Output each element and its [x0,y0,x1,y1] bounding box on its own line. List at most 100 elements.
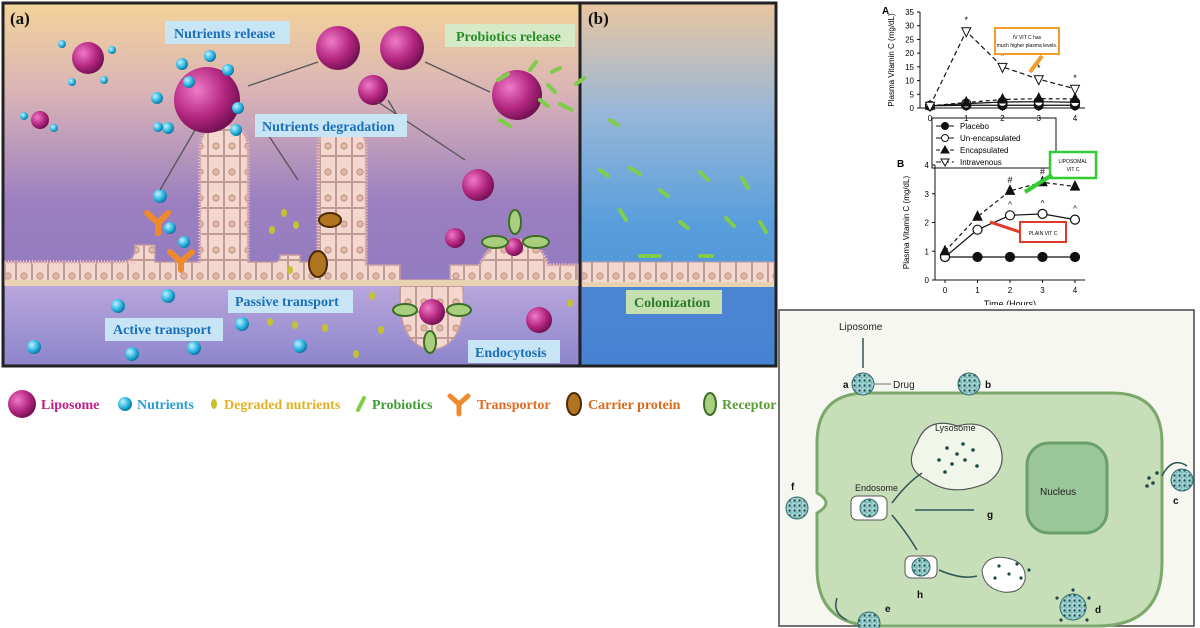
label-endocytosis: Endocytosis [475,346,547,361]
chart-B-ytick-label: 1 [925,247,930,256]
chart-A-xtick-label: 4 [1073,114,1078,123]
point-encapsulated [1069,92,1081,103]
chart-B-ytick-label: 0 [925,276,930,285]
iv-callout-arrow [1028,54,1044,74]
chart-B-ylabel: Plasma Vitamin C (mg/dL) [902,176,911,270]
letter-a: a [843,380,849,391]
hash-marker: # [1040,166,1045,176]
nucleus-label: Nucleus [1040,487,1076,498]
legend-transportor-label: Transportor [477,398,551,413]
endosome-label: Endosome [855,483,898,493]
point-encapsulated [939,244,951,256]
legend-nutrients-swatch [118,397,132,411]
panel-b-label: (b) [588,9,609,28]
label-probiotics-release: Probiotics release [456,30,561,45]
significance-star: * [1037,63,1041,73]
significance-star: * [1073,73,1077,83]
iv-callout-text-2: much higher plasma levels. [997,43,1058,49]
letter-b: b [985,380,991,391]
point-intravenous [1069,84,1081,96]
legend: Liposome Nutrients Degraded nutrients Pr… [8,390,776,418]
probiotic-rods [496,60,768,258]
caret-marker: ^ [1008,200,1012,209]
chart-panel-A-letter: A [882,6,889,17]
caret-marker: ^ [1073,205,1077,214]
chart-A-ylabel: Plasma Vitamin C (mg/dL) [887,13,896,107]
chart-B-xlabel: Time (Hours) [984,299,1036,305]
lysosome-label: Lysosome [935,423,976,433]
chart-panel-B-letter: B [897,159,904,170]
legend-transportor-swatch [447,393,471,417]
plain-callout-arrow [989,220,1021,234]
point-placebo [972,251,983,263]
liposomal-callout-arrow [1023,173,1054,194]
point-encapsulated [960,95,972,107]
chart-A-ytick-label: 15 [905,63,914,72]
point-encapsulated [1004,184,1016,195]
liposome-f [785,496,809,520]
legend-label-un-encapsulated: Un-encapsulated [960,134,1020,143]
chart-B-xtick-label: 1 [975,286,980,295]
liposomal-callout-text-2: VIT C [1067,167,1080,173]
letter-c: c [1173,496,1179,507]
letter-g: g [987,510,993,521]
legend-carrier-swatch [566,392,582,416]
point-placebo [1069,251,1081,263]
legend-marker-placebo [941,122,949,130]
hash-marker: # [1007,175,1012,185]
chart-B-ytick-label: 4 [925,161,930,170]
legend-receptor-swatch [703,392,717,416]
label-nutrients-release: Nutrients release [174,27,275,42]
point-un-encapsulated [1037,208,1048,219]
label-passive-transport: Passive transport [235,295,339,310]
point-un-encapsulated [1069,214,1081,225]
chart-B-xtick-label: 2 [1008,286,1013,295]
series-line-intravenous [929,30,1076,107]
liposome-d [1059,593,1087,621]
panel-a-label: (a) [10,9,30,28]
legend-nutrients-label: Nutrients [137,398,194,413]
label-nutrients-degradation: Nutrients degradation [262,120,395,135]
drug-label: Drug [893,380,915,391]
point-un-encapsulated [972,224,983,235]
letter-d: d [1095,605,1101,616]
chart-b-legend-box [931,117,1057,169]
legend-label-intravenous: Intravenous [960,158,1002,167]
significance-star: * [964,15,968,25]
liposomal-callout-text-1: LIPOSOMAL [1059,159,1088,165]
point-intravenous [960,27,972,38]
chart-B-xtick-label: 3 [1040,286,1045,295]
point-encapsulated [1069,179,1081,191]
chart-B-ytick-label: 3 [925,190,930,199]
point-placebo [1037,251,1048,263]
point-intravenous [997,62,1008,74]
label-active-transport: Active transport [113,323,212,338]
ruptured-endosome [981,556,1026,593]
chart-A-ytick-label: 0 [910,104,915,113]
liposome-c [1170,468,1194,492]
transportor-shapes [144,210,195,273]
letter-e: e [885,604,891,615]
legend-receptor-label: Receptor [722,398,776,413]
liposome-e [857,611,881,628]
chart-A-ytick-label: 30 [905,22,914,31]
legend-marker-encapsulated [940,144,950,154]
label-colonization: Colonization [634,296,710,311]
liposome-label: Liposome [839,322,883,333]
receptor-shapes [392,209,550,354]
legend-carrier-label: Carrier protein [588,398,681,413]
significance-star: * [1001,51,1005,61]
panel-b-epithelium [581,261,775,285]
chart-A-xtick-label: 0 [928,114,933,123]
chart-A-ytick-label: 5 [910,90,915,99]
legend-liposome-swatch [8,390,36,418]
point-intravenous [1033,75,1045,86]
point-encapsulated [1033,92,1045,103]
point-placebo [1004,251,1016,263]
liposome-a [851,372,875,396]
point-un-encapsulated [1004,210,1016,221]
plain-callout-text: PLAIN VIT C [1029,231,1058,237]
legend-label-encapsulated: Encapsulated [960,146,1008,155]
series-line-encapsulated [944,181,1076,252]
